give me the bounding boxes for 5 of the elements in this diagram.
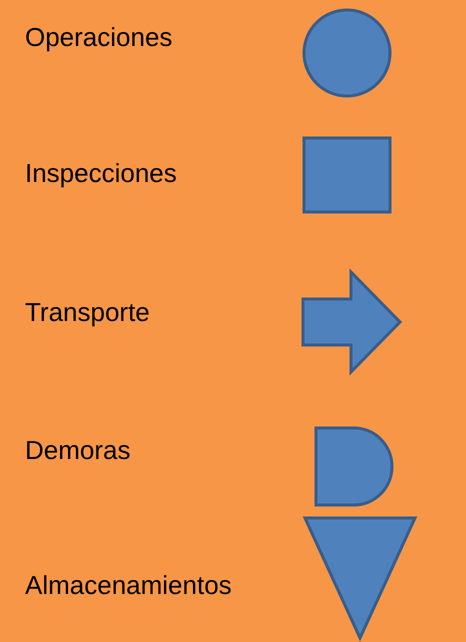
legend-label: Almacenamientos bbox=[25, 570, 232, 600]
legend-label: Transporte bbox=[25, 297, 150, 327]
legend-label: Inspecciones bbox=[25, 158, 177, 188]
legend-label: Demoras bbox=[25, 435, 130, 465]
legend-label: Operaciones bbox=[25, 22, 172, 52]
